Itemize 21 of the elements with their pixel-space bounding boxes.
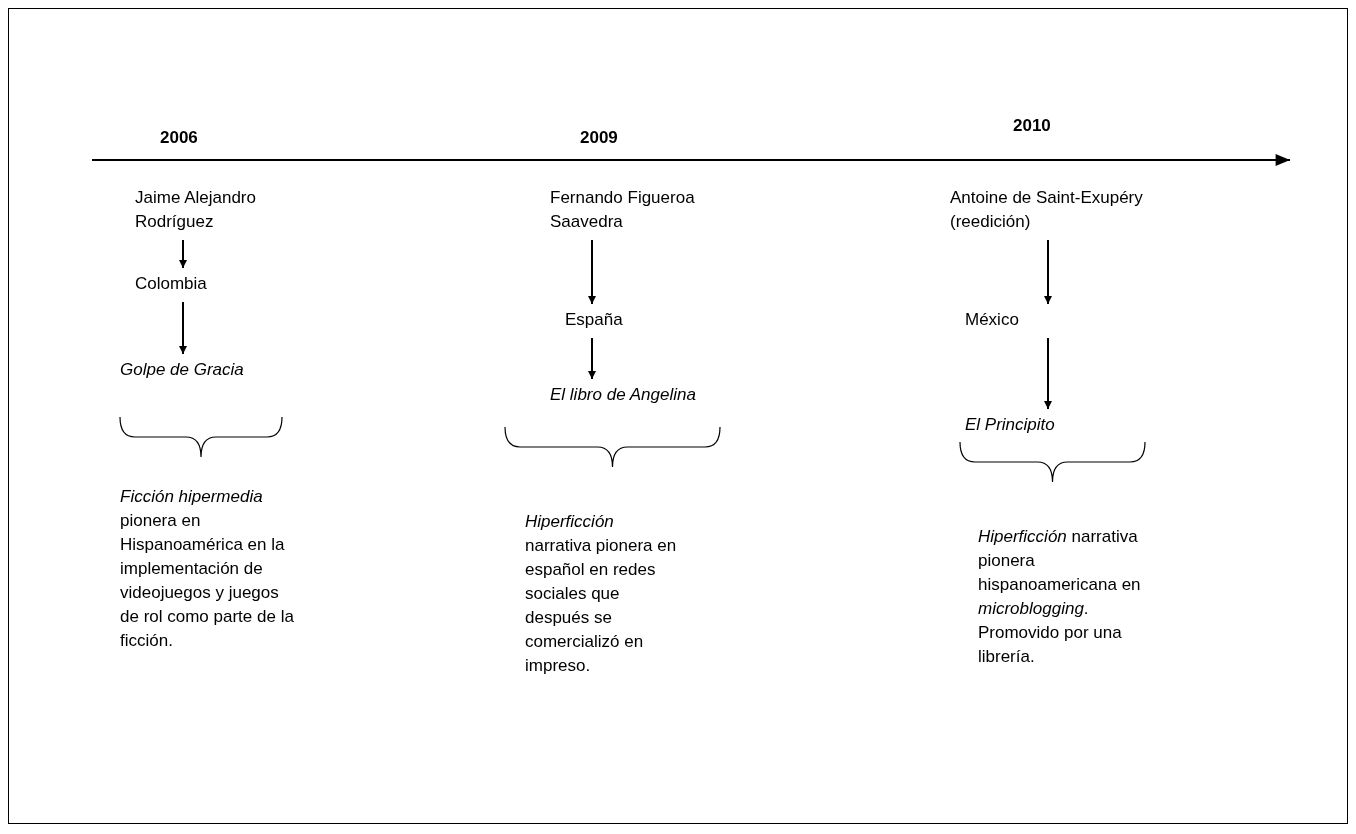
book-title: El Principito — [965, 413, 1115, 437]
book-title: Golpe de Gracia — [120, 358, 290, 382]
arrow — [588, 239, 596, 305]
description-text: Hiperficción narrativa pionera en español en redes sociales que después se comercializó en impreso. — [525, 510, 680, 678]
author-name: Antoine de Saint-Exupéry (reedición) — [950, 186, 1210, 234]
year-label: 2010 — [1013, 116, 1051, 136]
arrow — [179, 239, 187, 269]
arrow — [1044, 337, 1052, 410]
author-name: Jaime Alejandro Rodríguez — [135, 186, 305, 234]
arrow — [1044, 239, 1052, 305]
country-name: Colombia — [135, 272, 235, 296]
description-text: Ficción hipermedia pionera en Hispanoamérica en la implementación de videojuegos y juegos de rol como parte de la ficción. — [120, 485, 300, 653]
arrow — [588, 337, 596, 380]
country-name: España — [565, 308, 665, 332]
author-name: Fernando Figueroa Saavedra — [550, 186, 700, 234]
description-text: Hiperficción narrativa pionera hispanoamericana en microblogging. Promovido por una librería. — [978, 525, 1173, 669]
country-name: México — [965, 308, 1065, 332]
book-title: El libro de Angelina — [550, 383, 730, 407]
year-label: 2009 — [580, 128, 618, 148]
arrow — [179, 301, 187, 355]
year-label: 2006 — [160, 128, 198, 148]
